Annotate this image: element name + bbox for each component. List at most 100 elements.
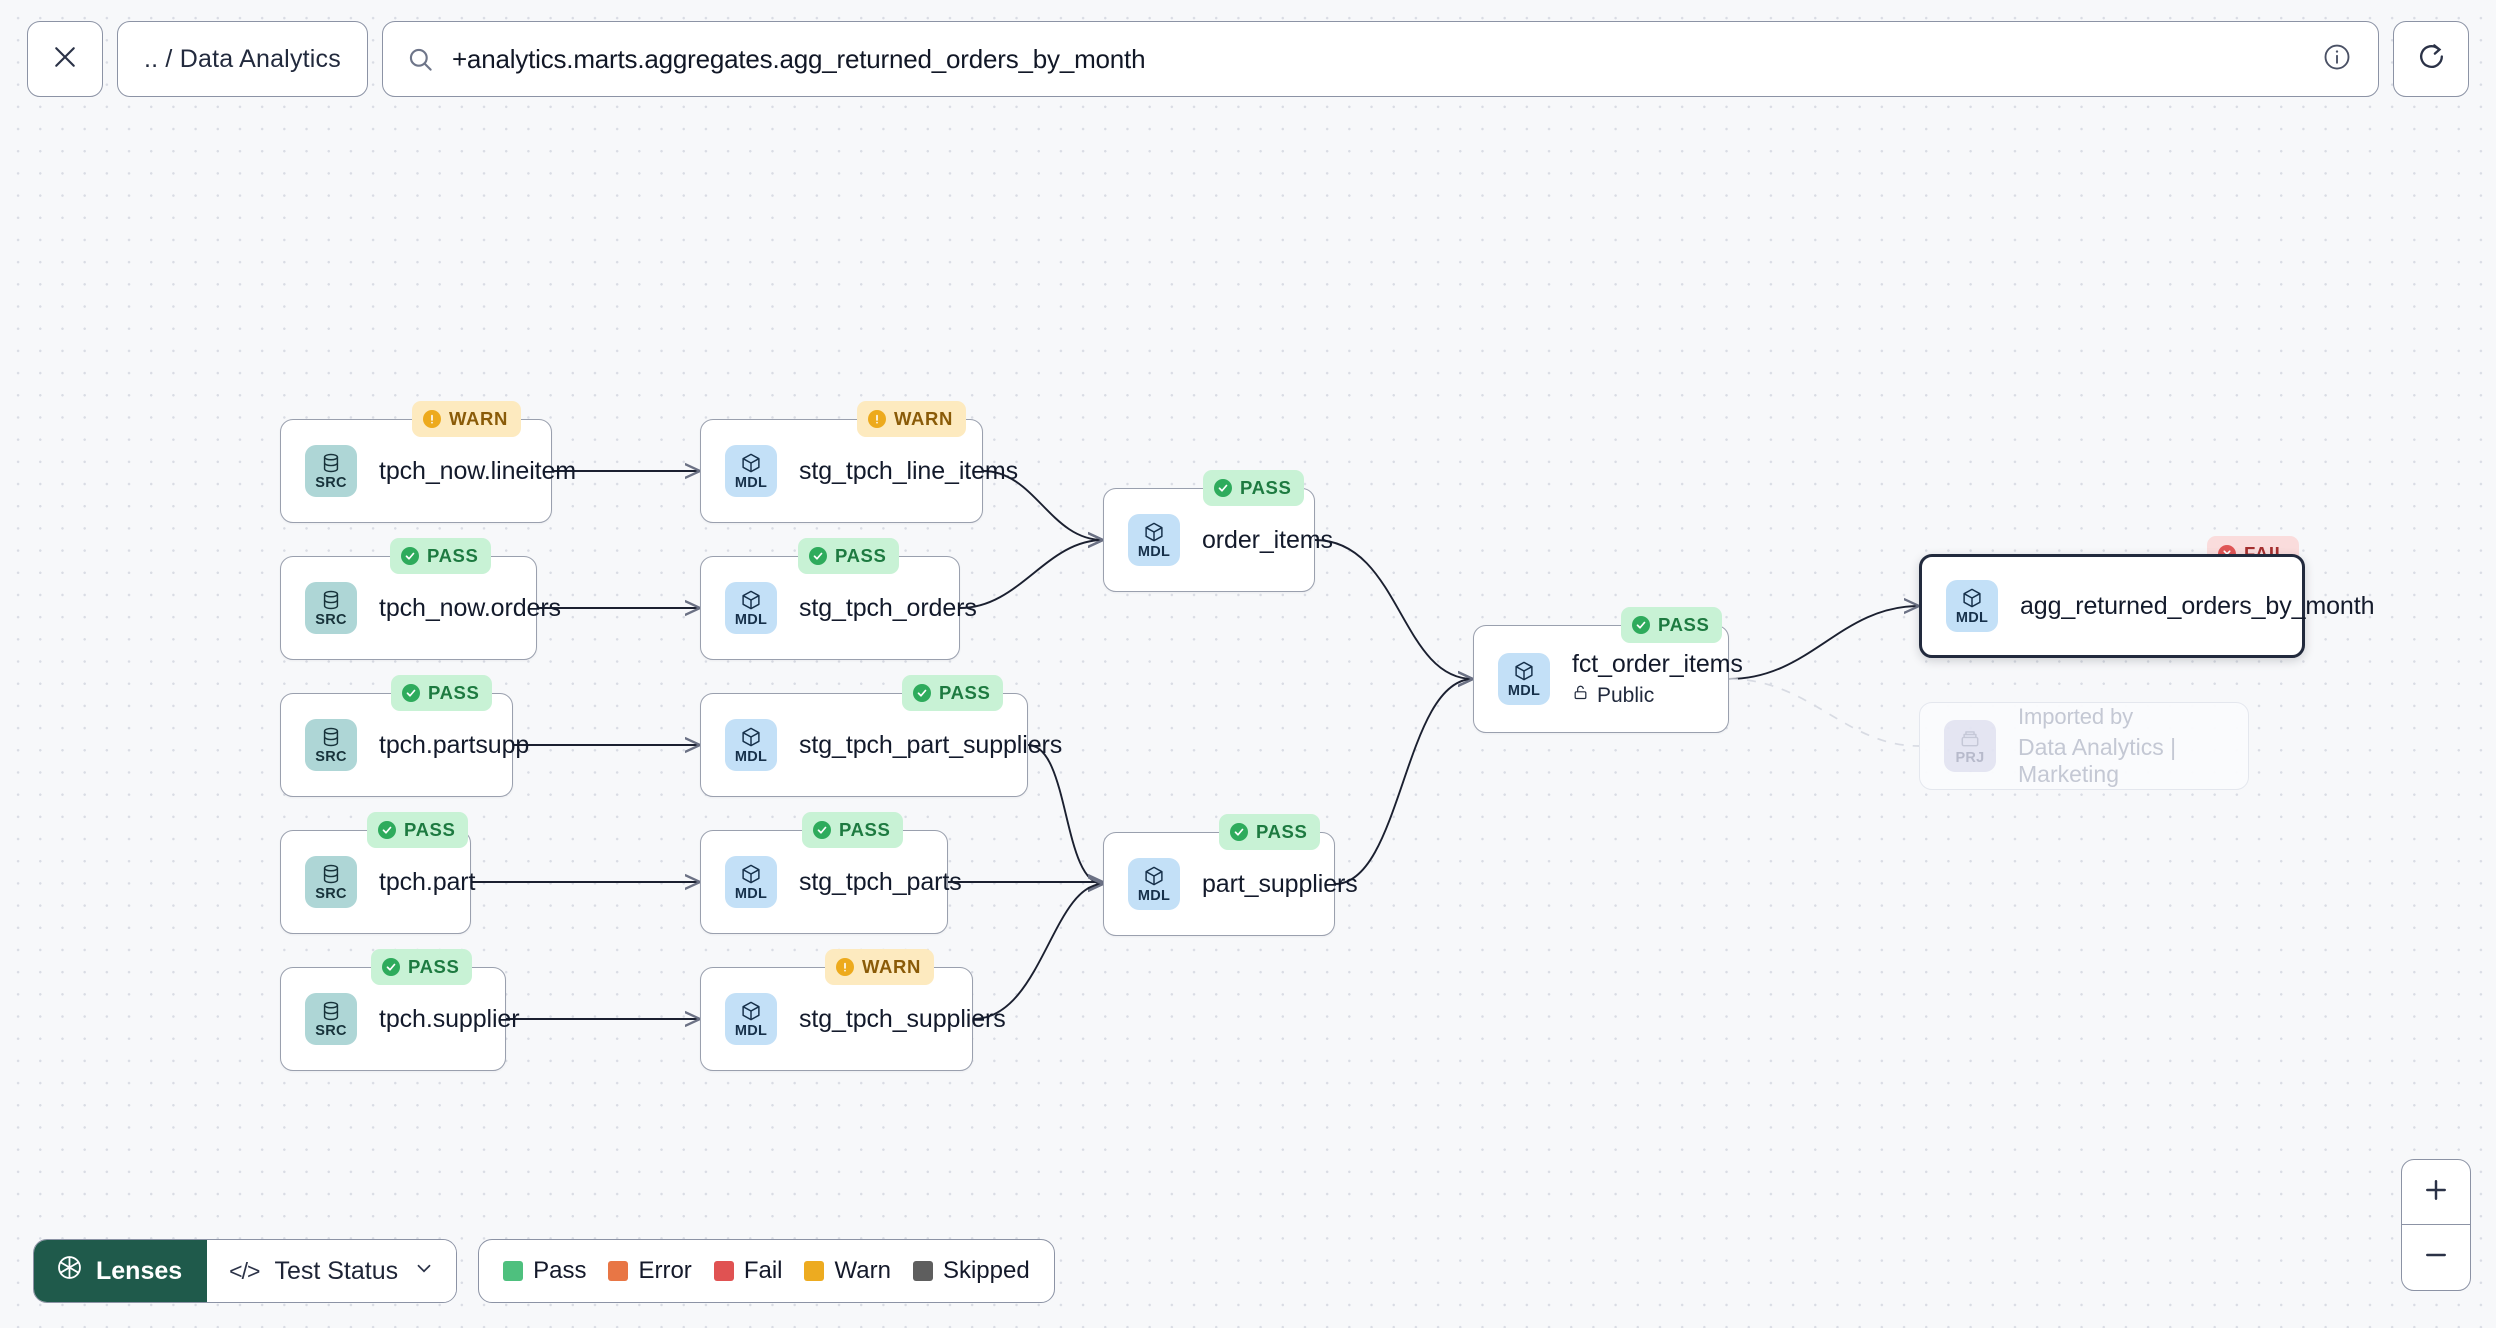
node-body: agg_returned_orders_by_month xyxy=(2020,591,2375,621)
status-badge-label: PASS xyxy=(835,545,887,566)
status-badge-stg_tpch_parts[interactable]: PASS xyxy=(802,812,904,848)
status-badge-label: WARN xyxy=(894,408,953,429)
node-title: tpch_now.lineitem xyxy=(379,456,577,485)
close-icon xyxy=(50,42,80,77)
status-badge-label: PASS xyxy=(939,682,991,703)
node-body: tpch.partsupp xyxy=(379,730,530,760)
mdl-type-icon: MDL xyxy=(725,993,777,1045)
zoom-in-button[interactable] xyxy=(2402,1160,2470,1225)
mdl-type-icon: MDL xyxy=(1946,580,1998,632)
search-input[interactable] xyxy=(451,43,2304,75)
bottom-toolbar: Lenses </> Test Status Pass Error Fail Warn… xyxy=(33,1239,1055,1303)
legend-swatch-fail xyxy=(713,1261,734,1281)
status-pass-icon xyxy=(913,684,931,702)
status-pass-icon xyxy=(378,821,396,839)
code-icon: </> xyxy=(229,1257,260,1284)
test-status-label: Test Status xyxy=(274,1256,399,1285)
test-status-button[interactable]: </> Test Status xyxy=(207,1240,457,1302)
node-title: part_suppliers xyxy=(1202,869,1358,898)
legend-label: Error xyxy=(638,1257,692,1284)
legend-item-pass[interactable]: Pass xyxy=(503,1257,586,1285)
node-body: tpch.supplier xyxy=(379,1004,520,1034)
status-badge-stg_tpch_line_items[interactable]: WARN xyxy=(857,401,966,437)
node-body: tpch_now.lineitem xyxy=(379,456,577,486)
status-badge-label: PASS xyxy=(404,819,456,840)
mdl-type-icon: MDL xyxy=(1128,514,1180,566)
status-badge-tpch_supplier[interactable]: PASS xyxy=(371,949,473,985)
search-bar[interactable] xyxy=(381,21,2379,97)
minus-icon xyxy=(2422,1241,2450,1274)
node-subtitle: Data Analytics | Marketing xyxy=(2018,734,2248,788)
src-type-icon: SRC xyxy=(305,445,357,497)
node-title: tpch.part xyxy=(379,867,476,896)
status-badge-tpch_part[interactable]: PASS xyxy=(367,812,469,848)
mdl-type-icon: MDL xyxy=(725,582,777,634)
graph-node-agg_returned_orders[interactable]: MDL agg_returned_orders_by_month xyxy=(1919,554,2375,658)
plus-icon xyxy=(2422,1176,2450,1209)
status-pass-icon xyxy=(402,684,420,702)
graph-node-part_suppliers[interactable]: MDL part_suppliers xyxy=(1103,832,1358,936)
status-pass-icon xyxy=(382,958,400,976)
status-badge-label: WARN xyxy=(449,408,508,429)
legend-item-warn[interactable]: Warn xyxy=(804,1257,891,1285)
status-badge-tpch_now_orders[interactable]: PASS xyxy=(390,538,492,574)
status-badge-tpch_partsupp[interactable]: PASS xyxy=(391,675,493,711)
zoom-out-button[interactable] xyxy=(2402,1225,2470,1290)
mdl-type-icon: MDL xyxy=(1498,653,1550,705)
lenses-button[interactable]: Lenses xyxy=(34,1240,208,1302)
breadcrumb[interactable]: .. / Data Analytics xyxy=(117,21,368,97)
status-badge-label: PASS xyxy=(839,819,891,840)
mdl-type-icon: MDL xyxy=(725,856,777,908)
status-warn-icon xyxy=(868,410,886,428)
src-type-icon: SRC xyxy=(305,856,357,908)
status-badge-fct_order_items[interactable]: PASS xyxy=(1621,607,1723,643)
mdl-type-icon: MDL xyxy=(1128,858,1180,910)
legend-label: Pass xyxy=(533,1257,587,1284)
status-badge-tpch_now_lineitem[interactable]: WARN xyxy=(412,401,521,437)
ghost-edge xyxy=(1728,678,1920,747)
top-toolbar: .. / Data Analytics xyxy=(0,0,2496,118)
status-badge-label: WARN xyxy=(862,956,921,977)
legend-label: Fail xyxy=(743,1257,783,1284)
legend-item-fail[interactable]: Fail xyxy=(713,1257,783,1285)
graph-node-tpch_now_lineitem[interactable]: SRC tpch_now.lineitem xyxy=(280,419,577,523)
node-title: stg_tpch_parts xyxy=(799,867,962,896)
node-title: tpch.partsupp xyxy=(379,730,530,759)
node-title: tpch.supplier xyxy=(379,1004,520,1033)
node-title: stg_tpch_part_suppliers xyxy=(799,730,1063,759)
mdl-type-icon: MDL xyxy=(725,719,777,771)
status-badge-stg_tpch_part_supp[interactable]: PASS xyxy=(902,675,1004,711)
node-title: tpch_now.orders xyxy=(379,593,561,622)
src-type-icon: SRC xyxy=(305,719,357,771)
status-pass-icon xyxy=(1230,823,1248,841)
node-title: stg_tpch_suppliers xyxy=(799,1004,1006,1033)
node-title: Imported by xyxy=(2018,704,2134,729)
legend-item-skipped[interactable]: Skipped xyxy=(912,1257,1030,1285)
status-badge-stg_tpch_orders[interactable]: PASS xyxy=(798,538,900,574)
info-icon[interactable] xyxy=(2322,42,2352,77)
node-title: agg_returned_orders_by_month xyxy=(2020,591,2375,620)
status-legend: Pass Error Fail Warn Skipped xyxy=(478,1239,1055,1303)
close-button[interactable] xyxy=(27,21,103,97)
node-body: stg_tpch_parts xyxy=(799,867,962,897)
legend-item-error[interactable]: Error xyxy=(608,1257,692,1285)
status-badge-label: PASS xyxy=(428,682,480,703)
status-badge-part_suppliers[interactable]: PASS xyxy=(1219,814,1321,850)
status-warn-icon xyxy=(836,958,854,976)
status-badge-label: PASS xyxy=(1256,821,1308,842)
status-badge-stg_tpch_suppliers[interactable]: WARN xyxy=(825,949,934,985)
refresh-button[interactable] xyxy=(2393,21,2469,97)
status-warn-icon xyxy=(423,410,441,428)
refresh-icon xyxy=(2416,41,2447,77)
legend-swatch-skipped xyxy=(912,1261,933,1281)
status-badge-order_items[interactable]: PASS xyxy=(1203,470,1305,506)
legend-swatch-error xyxy=(608,1261,629,1281)
node-title: stg_tpch_line_items xyxy=(799,456,1019,485)
node-body: tpch_now.orders xyxy=(379,593,561,623)
node-body: Imported by Data Analytics | Marketing xyxy=(2018,704,2248,788)
src-type-icon: SRC xyxy=(305,582,357,634)
